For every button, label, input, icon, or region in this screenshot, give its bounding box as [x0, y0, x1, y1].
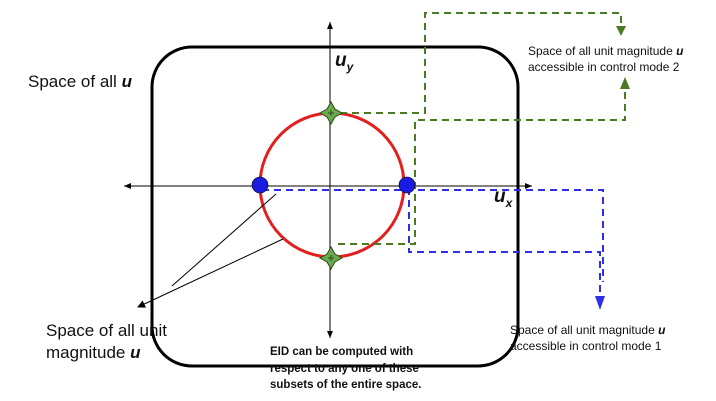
x-axis-arrow-left: [124, 183, 131, 189]
mode1-line1: Space of all unit magnitude: [510, 323, 655, 337]
mode1-label: Space of all unit magnitude u accessible…: [510, 322, 665, 354]
unit-circle: [258, 111, 406, 259]
mode1-dashed-path-lower: [408, 188, 601, 296]
space-all-u-var: u: [121, 72, 132, 91]
mode2-dashed-path: [340, 12, 622, 114]
unit-space-label: Space of all unit magnitude u: [46, 320, 167, 364]
mode2-point-bottom: [318, 245, 344, 271]
mode2-line2: accessible in control mode 2: [528, 60, 680, 74]
space-all-u-text: Space of all: [28, 72, 117, 91]
axis-x-sub: x: [505, 195, 513, 210]
mode2-arrow-down: [616, 26, 626, 36]
eid-line2: respect to any one of these: [270, 362, 419, 375]
mode1-point-right: [398, 176, 416, 194]
unit-space-line2: magnitude: [46, 343, 126, 362]
unit-space-var: u: [130, 343, 141, 362]
eid-note: EID can be computed with respect to any …: [270, 344, 421, 394]
mode1-arrow-down: [595, 296, 605, 310]
eid-line3: subsets of the entire space.: [270, 379, 422, 391]
mode2-var: u: [676, 44, 684, 58]
mode2-arrow-up: [620, 77, 630, 89]
axis-y-var: u: [335, 50, 347, 71]
mode2-point-top: [318, 100, 344, 126]
mode1-var: u: [658, 323, 666, 337]
unit-space-pointer-2: [171, 193, 277, 287]
mode2-label: Space of all unit magnitude u accessible…: [528, 43, 683, 75]
mode2-line1: Space of all unit magnitude: [528, 44, 673, 58]
mode2-dashed-path-lower: [338, 86, 626, 245]
mode1-line2: accessible in control mode 1: [510, 339, 662, 353]
all-u-space-box: [150, 45, 520, 368]
mode1-point-left: [251, 176, 269, 194]
eid-line1: EID can be computed with: [270, 346, 414, 358]
axis-x-label: ux: [494, 186, 512, 210]
unit-space-line1: Space of all unit: [46, 321, 167, 340]
x-axis-arrow-right: [525, 183, 532, 189]
unit-space-pointer-1: [137, 238, 284, 308]
axis-y-label: uy: [335, 50, 353, 74]
space-all-u-label: Space of all u: [28, 71, 132, 93]
y-axis-arrow-top: [327, 22, 333, 29]
mode1-dashed-path: [262, 189, 604, 282]
y-axis-arrow-bottom: [327, 331, 333, 338]
axis-y-sub: y: [346, 59, 354, 74]
axis-x-var: u: [494, 186, 506, 207]
